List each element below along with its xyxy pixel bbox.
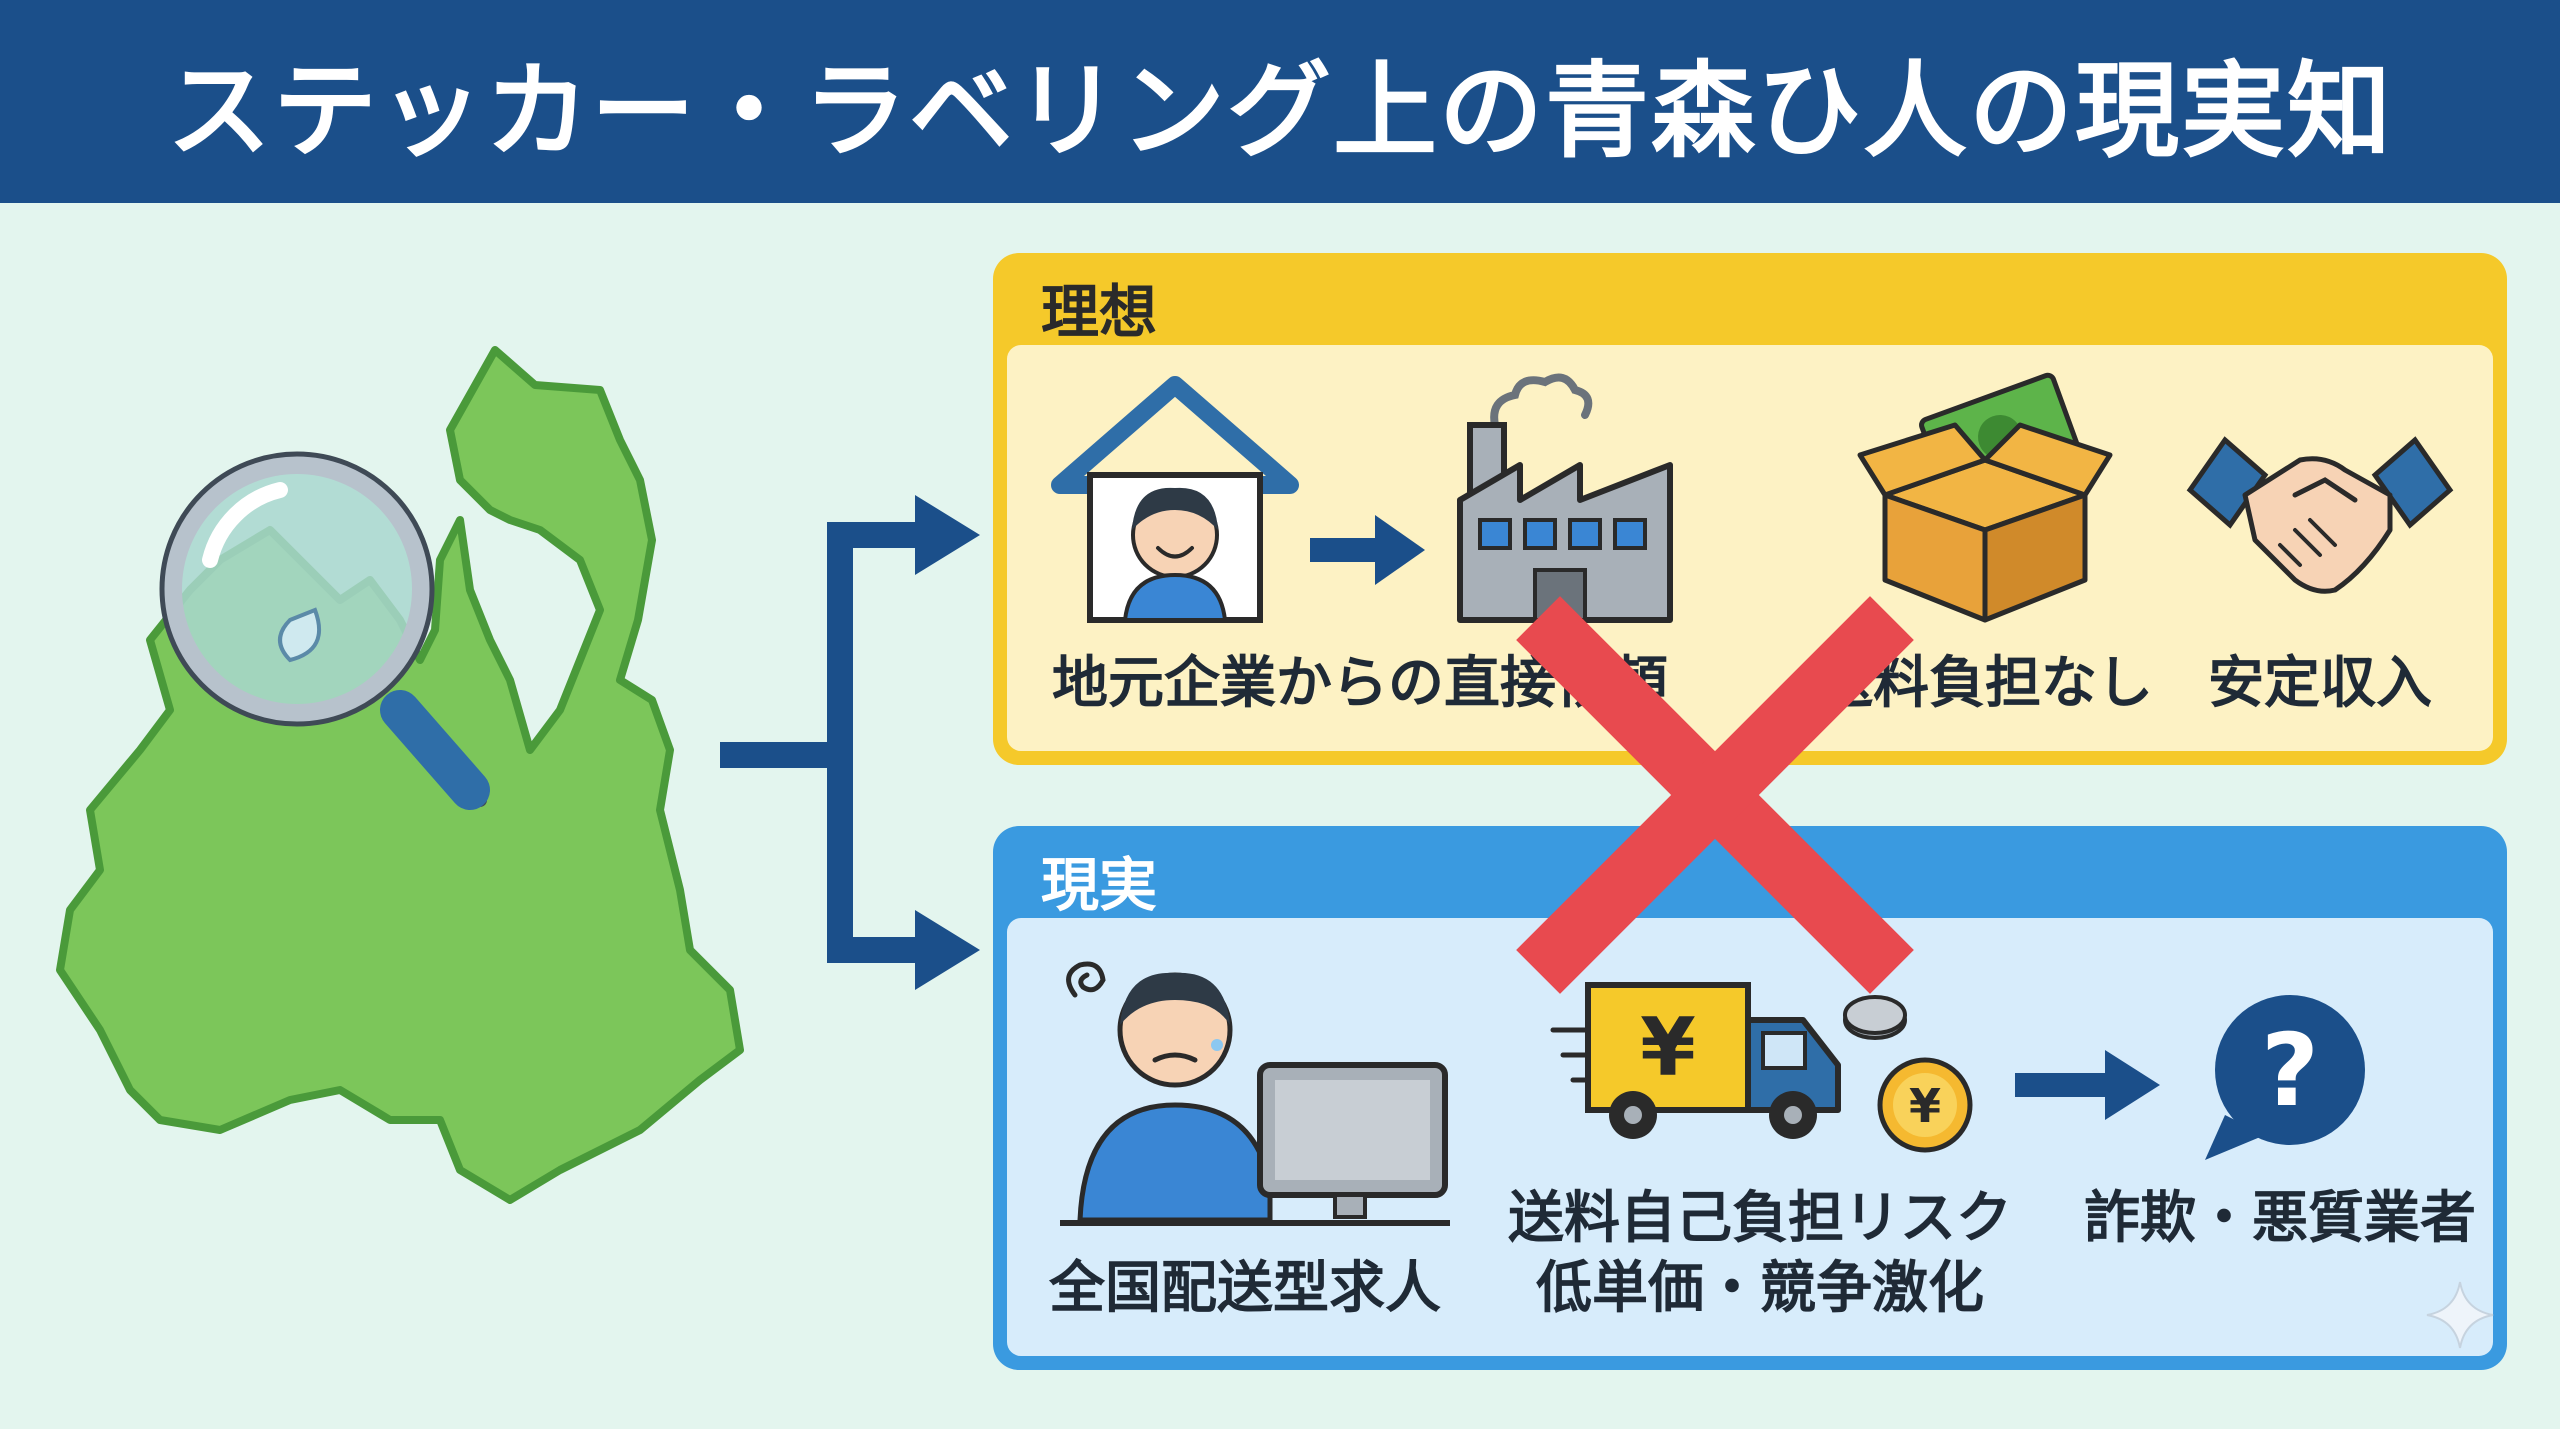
reality-label-low-price: 低単価・競争激化 xyxy=(1536,1256,1984,1321)
coin-yen-symbol: ¥ xyxy=(1909,1079,1941,1133)
arrow-head-reality xyxy=(915,910,980,990)
question-bubble-icon: ? xyxy=(2205,995,2365,1160)
box-with-money-icon xyxy=(1857,372,2113,623)
arrow-right-icon xyxy=(1310,515,1425,585)
ideal-label-stable-income: 安定収入 xyxy=(2208,651,2432,716)
question-mark: ? xyxy=(2261,1012,2319,1129)
truck-yen-symbol: ¥ xyxy=(1640,1001,1696,1094)
reality-label-nationwide-jobs: 全国配送型求人 xyxy=(1049,1256,1441,1321)
branch-arrows xyxy=(720,495,980,990)
reality-label-fraud: 詐欺・悪質業者 xyxy=(2084,1186,2476,1251)
house-person-icon xyxy=(1051,376,1299,623)
title-bar: ステッカー・ラベリング上の青森ひ人の現実知 xyxy=(0,0,2560,203)
arrow-right-icon-reality xyxy=(2015,1050,2160,1120)
arrow-head-ideal xyxy=(915,495,980,575)
aomori-map-shape xyxy=(56,346,744,1204)
page-title: ステッカー・ラベリング上の青森ひ人の現実知 xyxy=(166,50,2393,172)
coins-icon: ¥ xyxy=(1843,995,1973,1153)
reality-header: 現実 xyxy=(1041,851,1158,919)
handshake-icon xyxy=(2186,436,2454,594)
red-cross-mark xyxy=(1516,596,1914,994)
ideal-header: 理想 xyxy=(1041,278,1158,346)
factory-icon xyxy=(1457,373,1673,623)
stressed-worker-at-computer-icon xyxy=(1060,961,1450,1226)
aomori-map-illustration xyxy=(56,346,744,1204)
sparkle-icon xyxy=(2426,1281,2494,1349)
magnifier-lens xyxy=(162,454,432,724)
reality-label-shipping-risk: 送料自己負担リスク xyxy=(1508,1186,2012,1251)
delivery-truck-icon: ¥ xyxy=(1550,982,1841,1139)
